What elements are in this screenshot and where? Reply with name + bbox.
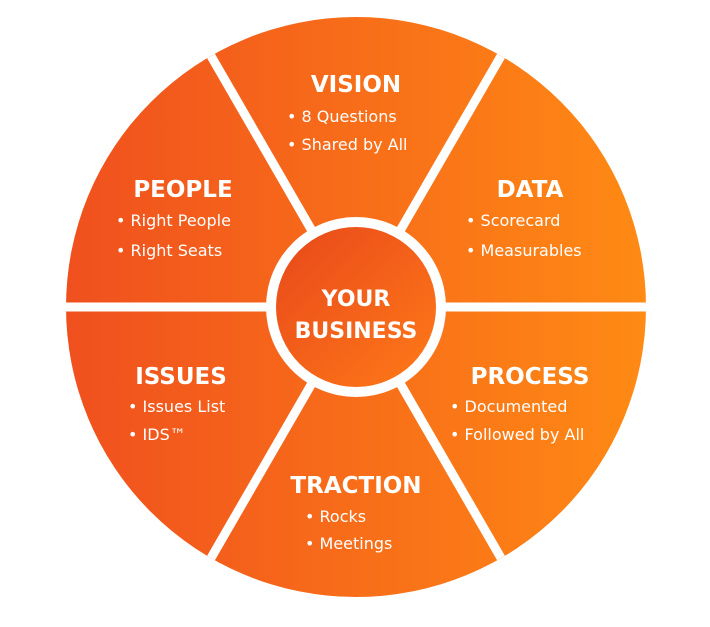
segment-title-data: DATA: [497, 177, 564, 203]
segment-item-data-2: • Measurables: [466, 241, 582, 260]
segment-item-people-2: • Right Seats: [116, 241, 222, 260]
center-label-line1: YOUR: [321, 287, 391, 312]
segment-title-people: PEOPLE: [133, 177, 232, 203]
segment-title-issues: ISSUES: [135, 364, 227, 390]
segment-title-traction: TRACTION: [290, 473, 421, 499]
center-hub: [276, 227, 436, 387]
segment-item-process-1: • Documented: [450, 397, 567, 416]
segment-item-issues-1: • Issues List: [128, 397, 225, 416]
segment-data: DATA • Scorecard • Measurables: [466, 177, 582, 260]
segment-item-traction-1: • Rocks: [305, 507, 366, 526]
segment-title-process: PROCESS: [471, 364, 590, 390]
segment-vision: VISION • 8 Questions • Shared by All: [287, 72, 408, 154]
segment-item-vision-2: • Shared by All: [287, 135, 408, 154]
segment-process: PROCESS • Documented • Followed by All: [450, 364, 589, 444]
segment-item-process-2: • Followed by All: [450, 425, 584, 444]
segment-title-vision: VISION: [311, 72, 401, 98]
segment-item-traction-2: • Meetings: [305, 534, 392, 553]
segment-item-issues-2: • IDS™: [128, 425, 186, 444]
center-label-line2: BUSINESS: [295, 319, 418, 344]
segment-item-vision-1: • 8 Questions: [287, 107, 397, 126]
segment-item-data-1: • Scorecard: [466, 211, 560, 230]
segment-traction: TRACTION • Rocks • Meetings: [290, 473, 421, 553]
segment-item-people-1: • Right People: [116, 211, 231, 230]
segment-people: PEOPLE • Right People • Right Seats: [116, 177, 233, 260]
segment-issues: ISSUES • Issues List • IDS™: [128, 364, 227, 444]
